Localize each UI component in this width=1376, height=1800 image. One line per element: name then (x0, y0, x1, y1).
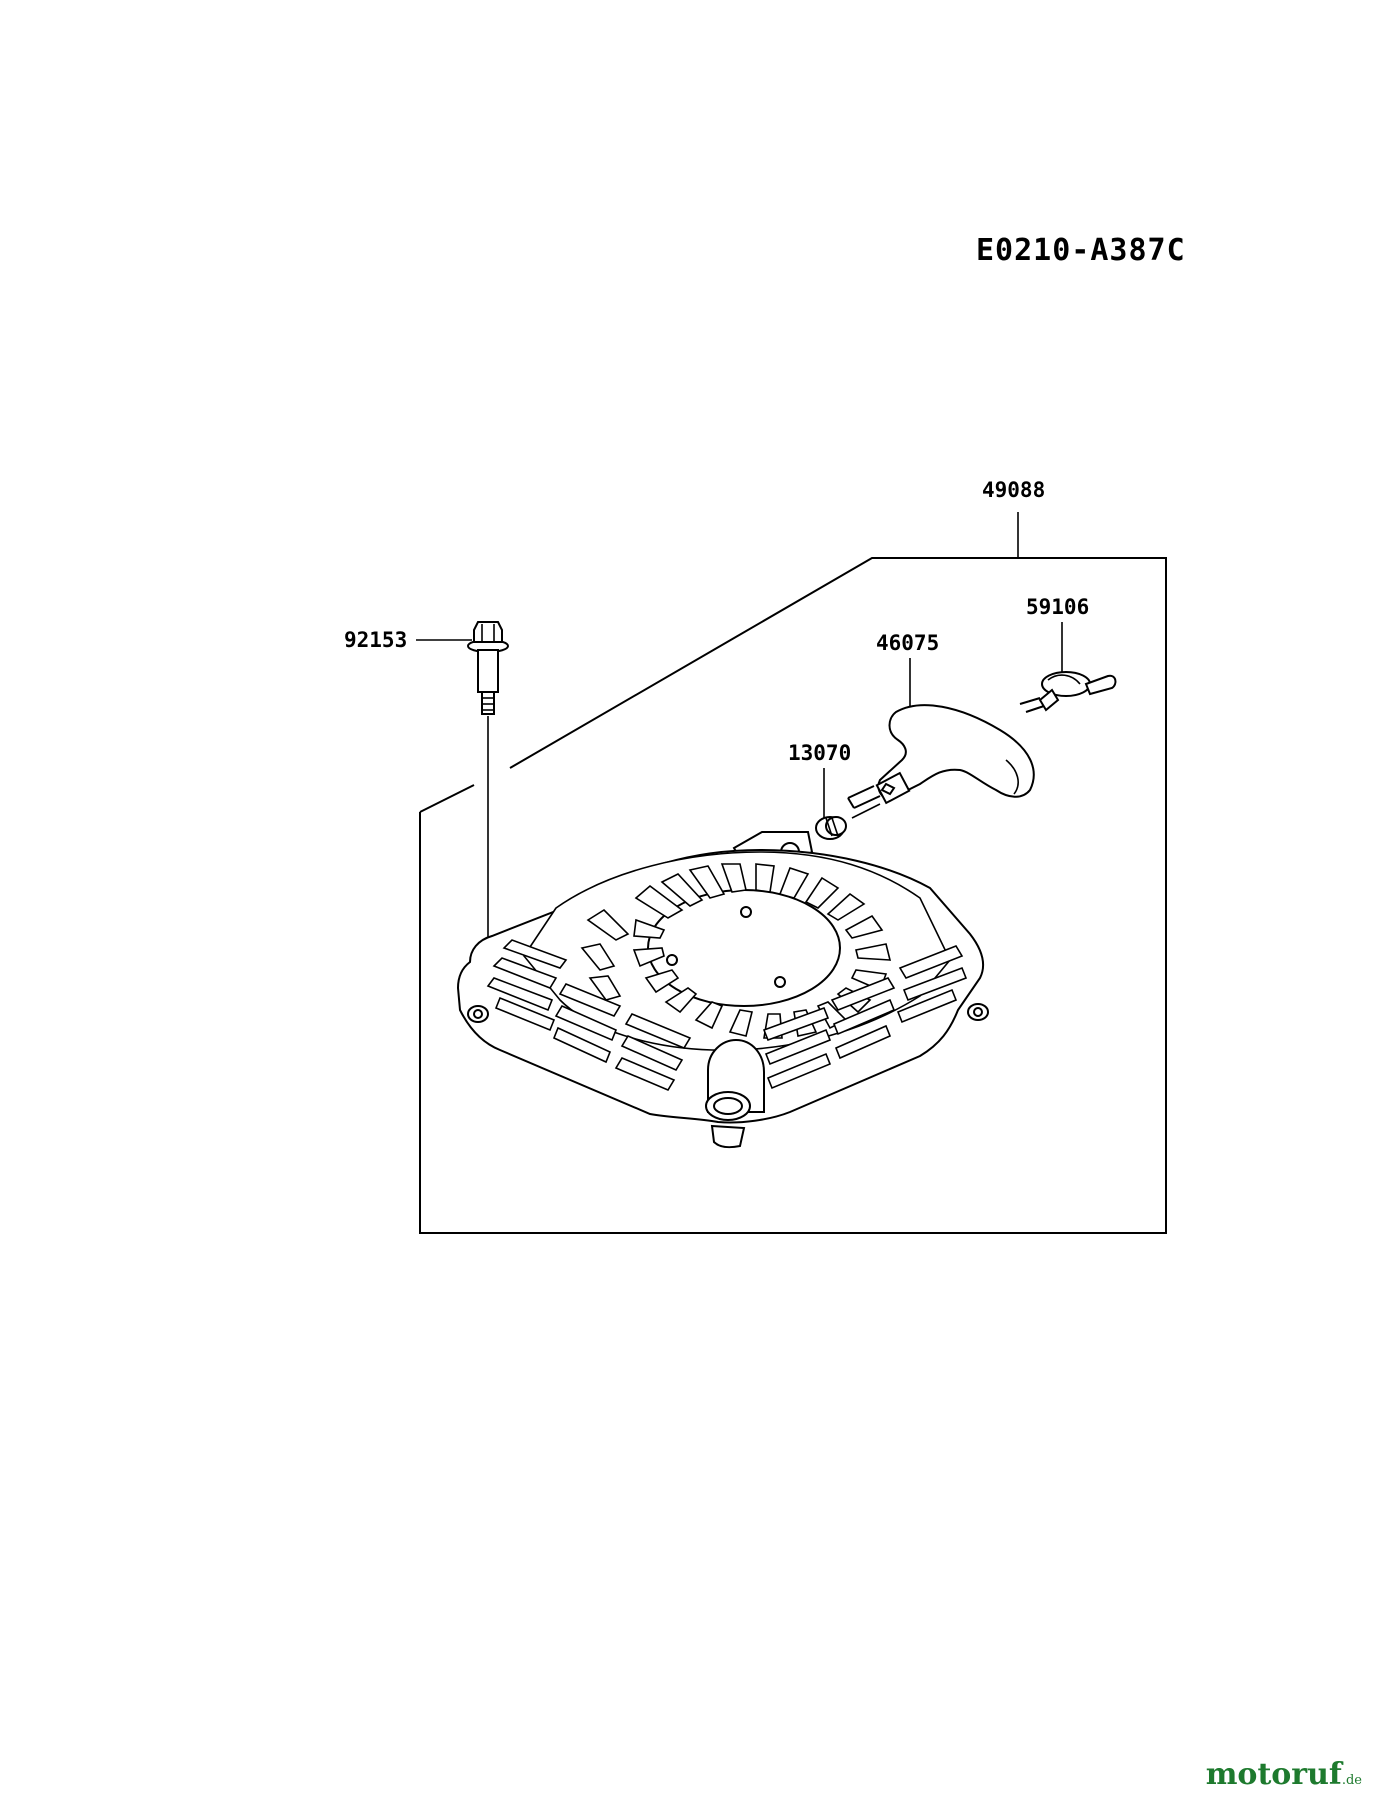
assembly-boundary (419, 557, 1167, 1234)
watermark-tld: .de (1341, 1773, 1362, 1788)
flange-bolt (467, 621, 509, 715)
callout-92153: 92153 (344, 628, 407, 652)
callout-59106: 59106 (1026, 595, 1089, 619)
rope-bushing (815, 816, 847, 840)
cooling-fins (580, 863, 892, 1039)
side-vents-right (762, 945, 968, 1090)
watermark-name: motoruf (1205, 1757, 1342, 1792)
side-vents-left (486, 939, 692, 1092)
rope-axis-line-2 (851, 803, 881, 819)
callout-49088: 49088 (982, 478, 1045, 502)
callout-46075: 46075 (876, 631, 939, 655)
diagram-code: E0210-A387C (976, 233, 1186, 268)
rope-knot (1019, 671, 1117, 713)
starter-handle (847, 704, 1035, 809)
recoil-starter-housing (456, 831, 989, 1149)
callout-13070: 13070 (788, 741, 851, 765)
watermark-logo: motoruf.de (1206, 1757, 1362, 1792)
